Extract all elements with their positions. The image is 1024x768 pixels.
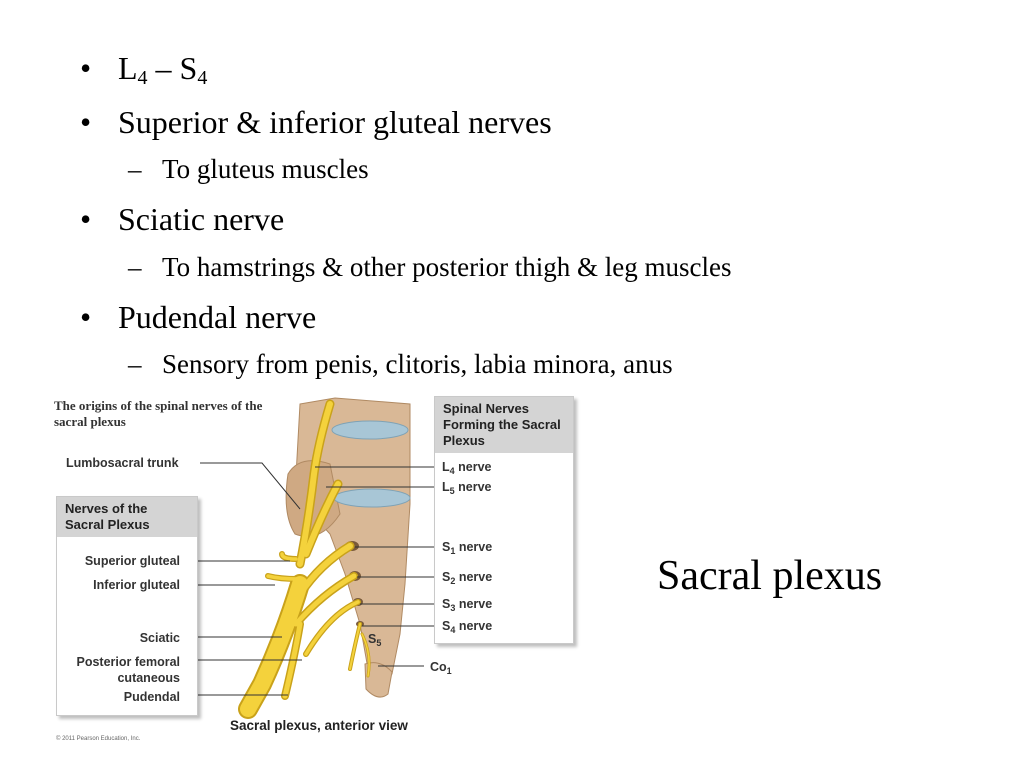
bullet-text: L bbox=[118, 50, 138, 86]
slide-caption: Sacral plexus bbox=[657, 553, 883, 599]
sub-bullet-text: Sensory from penis, clitoris, labia mino… bbox=[162, 349, 673, 379]
label-s2-nerve: S2 nerve bbox=[442, 570, 493, 586]
nerves-box-heading: Nerves of the Sacral Plexus bbox=[57, 497, 197, 537]
label-l5-nerve: L5 nerve bbox=[442, 480, 492, 496]
figure-caption: Sacral plexus, anterior view bbox=[230, 718, 408, 733]
bullet-dot: • bbox=[80, 50, 92, 86]
bullet-text: Sciatic nerve bbox=[118, 201, 285, 237]
figure-title: The origins of the spinal nerves of the … bbox=[54, 398, 263, 429]
subscript: 4 bbox=[197, 67, 208, 89]
nerves-box: Nerves of the Sacral Plexus bbox=[56, 496, 198, 716]
label-superior-gluteal: Superior gluteal bbox=[84, 554, 180, 568]
anatomy-figure: The origins of the spinal nerves of the … bbox=[0, 384, 600, 768]
sub-bullet-dash: – bbox=[128, 252, 142, 282]
spinal-nerves-box: Spinal Nerves Forming the Sacral Plexus bbox=[434, 396, 574, 644]
label-pudendal: Pudendal bbox=[123, 690, 180, 704]
bullet-dot: • bbox=[80, 104, 92, 140]
subscript: 4 bbox=[137, 67, 148, 89]
label-s5: S5 bbox=[368, 632, 382, 648]
bullet-text: Superior & inferior gluteal nerves bbox=[118, 104, 552, 140]
bullet-dot: • bbox=[80, 299, 92, 335]
spinal-nerves-box-heading: Spinal Nerves Forming the Sacral Plexus bbox=[435, 397, 573, 453]
sub-bullet-dash: – bbox=[128, 154, 142, 184]
copyright-notice: © 2011 Pearson Education, Inc. bbox=[56, 736, 141, 742]
coccyx bbox=[364, 662, 393, 698]
label-l4-nerve: L4 nerve bbox=[442, 460, 492, 476]
bullet-dot: • bbox=[80, 201, 92, 237]
label-s1-nerve: S1 nerve bbox=[442, 540, 493, 556]
sub-bullet-text: To hamstrings & other posterior thigh & … bbox=[162, 252, 732, 282]
label-lumbosacral-trunk: Lumbosacral trunk bbox=[66, 456, 179, 470]
bullet-text: Pudendal nerve bbox=[118, 299, 317, 335]
label-co1: Co1 bbox=[430, 660, 452, 676]
label-s4-nerve: S4 nerve bbox=[442, 619, 493, 635]
disc bbox=[331, 420, 409, 440]
sub-bullet-dash: – bbox=[128, 349, 142, 379]
disc bbox=[333, 488, 411, 508]
bullet-text: – S bbox=[147, 50, 198, 86]
label-sciatic: Sciatic bbox=[139, 631, 180, 645]
label-s3-nerve: S3 nerve bbox=[442, 597, 493, 613]
nerve-bundle-fill bbox=[240, 401, 370, 717]
leader-lines bbox=[182, 462, 434, 696]
label-posterior-femoral-cutaneous: Posterior femoral cutaneous bbox=[76, 655, 180, 685]
label-inferior-gluteal: Inferior gluteal bbox=[93, 578, 180, 592]
sacral-plexus-illustration bbox=[182, 397, 434, 719]
sub-bullet-text: To gluteus muscles bbox=[162, 154, 369, 184]
